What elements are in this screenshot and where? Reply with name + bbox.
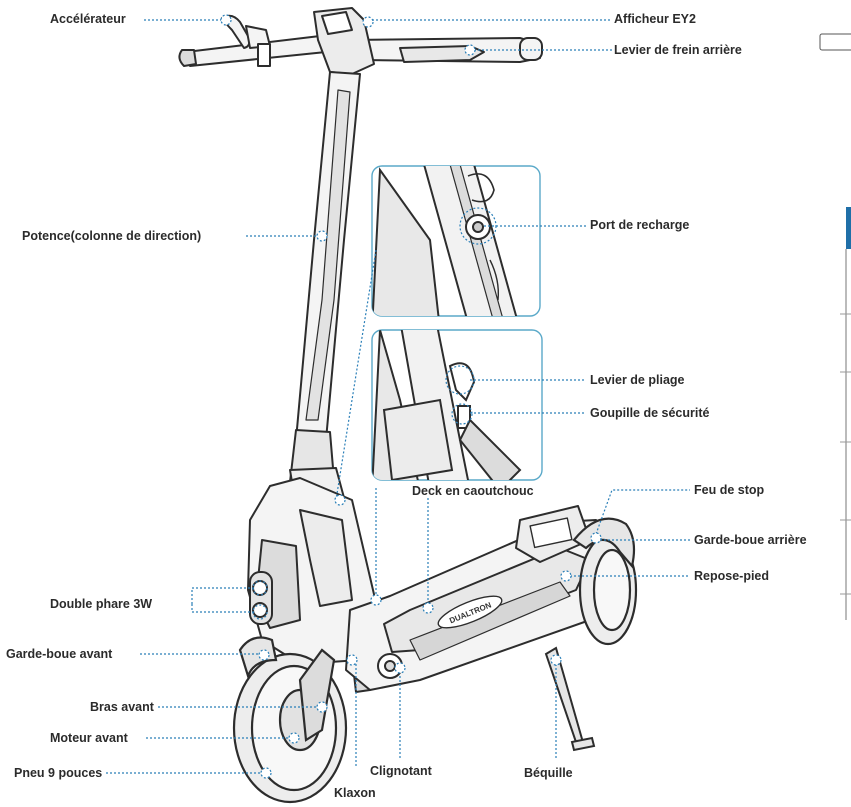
label-stem: Potence(colonne de direction) bbox=[22, 229, 202, 243]
label-kickstand: Béquille bbox=[524, 766, 573, 780]
edge-fragment bbox=[819, 33, 851, 620]
label-horn: Klaxon bbox=[334, 786, 376, 800]
label-front-arm: Bras avant bbox=[90, 700, 154, 714]
label-tire: Pneu 9 pouces bbox=[14, 766, 103, 780]
label-front-fender: Garde-boue avant bbox=[6, 647, 113, 661]
rear-wheel bbox=[572, 517, 638, 646]
label-rear-brake: Levier de frein arrière bbox=[614, 43, 742, 57]
label-rear-fender: Garde-boue arrière bbox=[694, 533, 807, 547]
handlebar bbox=[178, 7, 543, 75]
label-rubber-deck: Deck en caoutchouc bbox=[412, 484, 534, 498]
label-accelerator: Accélérateur bbox=[50, 12, 126, 26]
callout-lines bbox=[106, 19, 690, 774]
label-front-motor: Moteur avant bbox=[50, 731, 128, 745]
label-folding-lever: Levier de pliage bbox=[590, 373, 685, 387]
inset-charging-port bbox=[371, 165, 541, 317]
label-footrest: Repose-pied bbox=[694, 569, 770, 583]
label-safety-pin: Goupille de sécurité bbox=[590, 406, 710, 420]
label-display: Afficheur EY2 bbox=[614, 12, 696, 26]
label-charging-port: Port de recharge bbox=[590, 218, 690, 232]
label-headlight: Double phare 3W bbox=[50, 597, 153, 611]
stem bbox=[289, 71, 361, 531]
deck: DUALTRON bbox=[345, 505, 621, 691]
label-brake-light: Feu de stop bbox=[694, 483, 765, 497]
front-wheel bbox=[232, 636, 348, 804]
callout-markers bbox=[220, 14, 602, 779]
label-turn-signal: Clignotant bbox=[370, 764, 432, 778]
